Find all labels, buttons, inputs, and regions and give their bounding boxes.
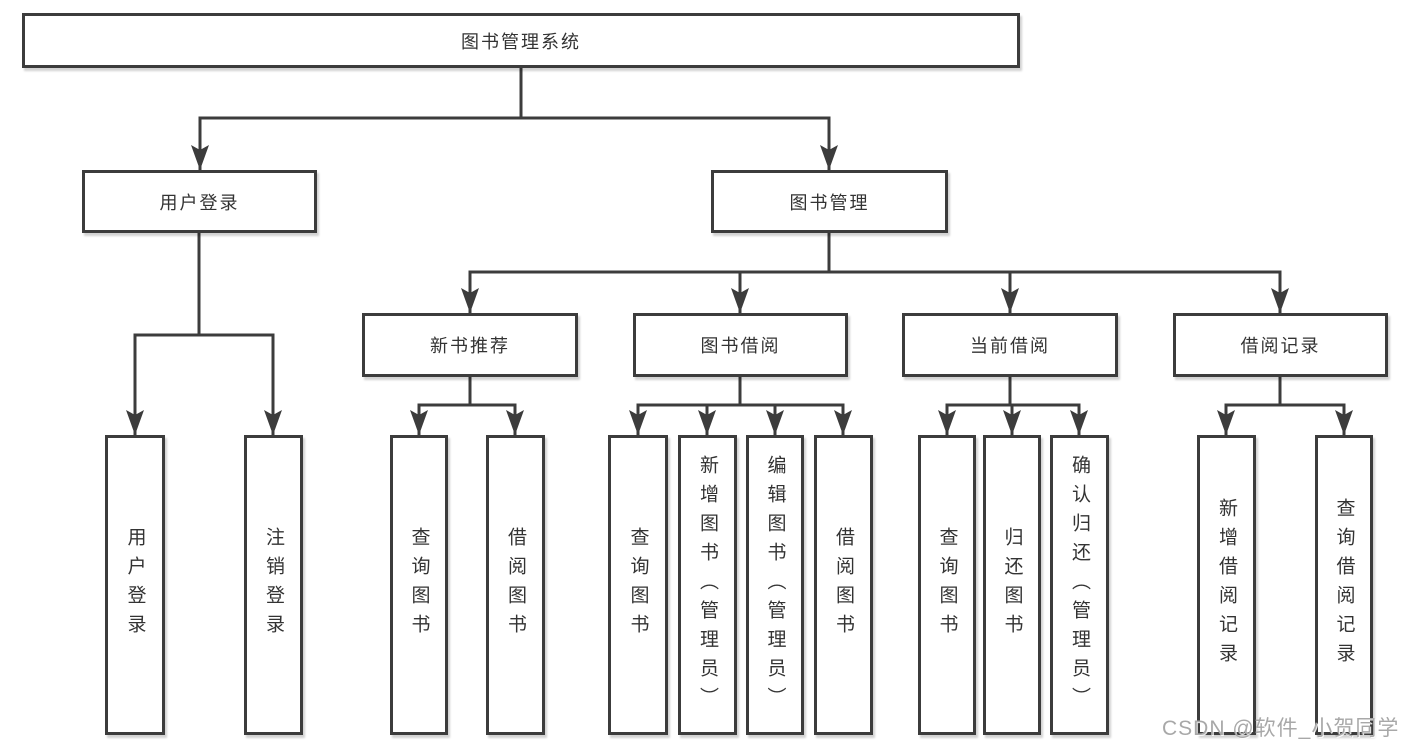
leaf-borrow-edit-books-admin: 编辑图书（管理员） — [746, 435, 804, 735]
connector-book-management-to-level3 — [461, 231, 1289, 315]
connector-user-login-to-leaves — [126, 231, 282, 437]
node-user-login: 用户登录 — [82, 170, 317, 233]
leaf-records-query-borrow-record: 查询借阅记录 — [1315, 435, 1373, 735]
connector-current-borrow-to-leaves — [938, 375, 1088, 437]
leaf-current-query-books: 查询图书 — [918, 435, 976, 735]
connector-root-to-level2 — [191, 66, 838, 172]
leaf-recommend-query-books: 查询图书 — [390, 435, 448, 735]
leaf-records-add-borrow-record: 新增借阅记录 — [1197, 435, 1256, 735]
connector-book-borrow-to-leaves — [629, 375, 852, 437]
node-root-library-management-system: 图书管理系统 — [22, 13, 1020, 68]
leaf-borrow-add-books-admin: 新增图书（管理员） — [678, 435, 737, 735]
leaf-borrow-borrow-books: 借阅图书 — [814, 435, 873, 735]
node-new-book-recommend: 新书推荐 — [362, 313, 578, 377]
leaf-user-login: 用户登录 — [105, 435, 165, 735]
leaf-current-return-books: 归还图书 — [983, 435, 1041, 735]
connector-new-book-recommend-to-leaves — [410, 375, 524, 437]
leaf-current-confirm-return-admin: 确认归还（管理员） — [1050, 435, 1109, 735]
csdn-watermark: CSDN @软件_小贺同学 — [1162, 717, 1400, 740]
node-book-borrow: 图书借阅 — [633, 313, 848, 377]
connector-borrow-records-to-leaves — [1217, 375, 1353, 437]
node-book-management: 图书管理 — [711, 170, 948, 233]
leaf-logout-login: 注销登录 — [244, 435, 303, 735]
node-current-borrow: 当前借阅 — [902, 313, 1118, 377]
leaf-borrow-query-books: 查询图书 — [608, 435, 668, 735]
leaf-recommend-borrow-books: 借阅图书 — [486, 435, 545, 735]
node-borrow-records: 借阅记录 — [1173, 313, 1388, 377]
